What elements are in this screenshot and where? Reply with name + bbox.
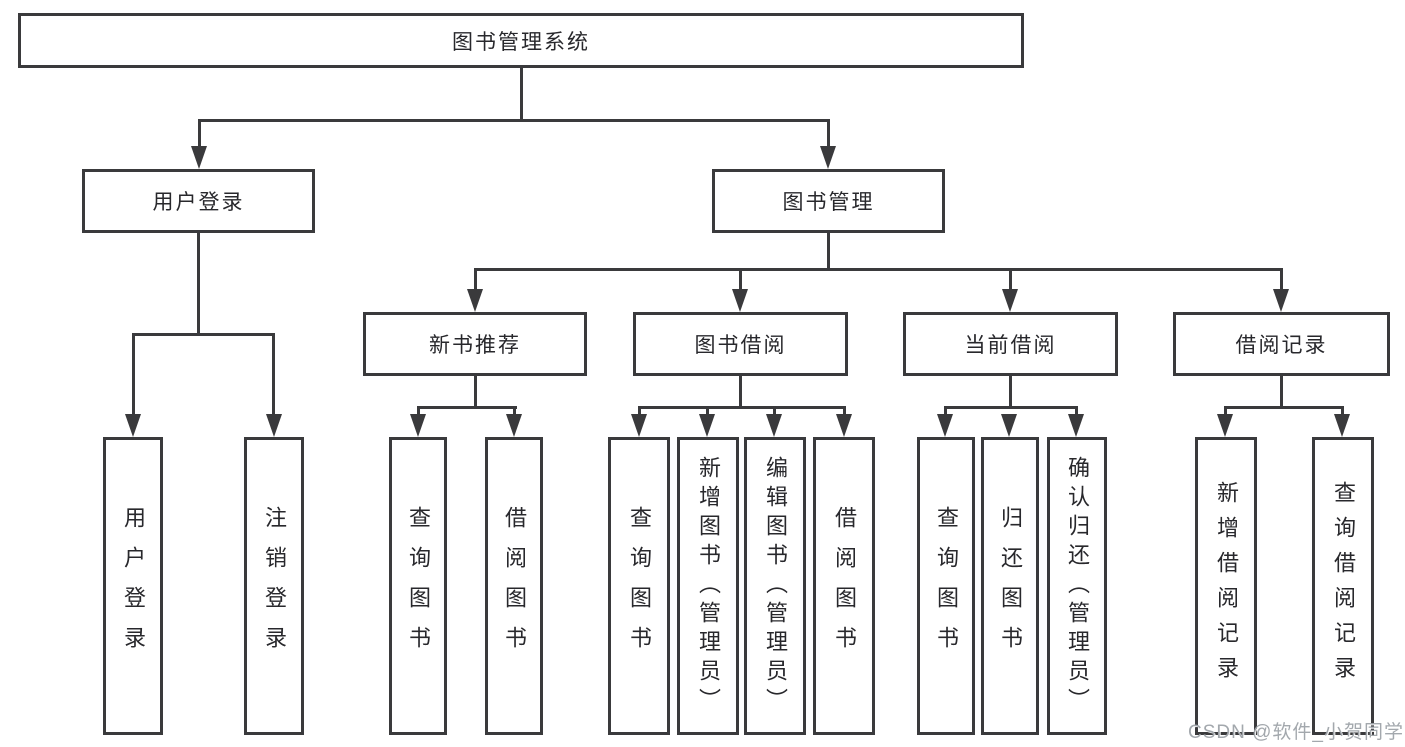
leaf-borrow-books: 借阅图书: [485, 437, 543, 735]
connector-line: [1009, 376, 1012, 409]
node-borrow-records: 借阅记录: [1173, 312, 1390, 376]
connector-line: [827, 233, 830, 271]
connector-line: [1341, 406, 1344, 415]
connector-line: [773, 406, 776, 415]
leaf-query-books: 查询图书: [917, 437, 975, 735]
arrow-down-icon: [125, 414, 141, 437]
arrow-down-icon: [1217, 414, 1233, 437]
arrow-down-icon: [266, 414, 282, 437]
connector-line: [739, 268, 742, 290]
connector-line: [272, 333, 275, 415]
leaf-return-book: 归还图书: [981, 437, 1039, 735]
node-book-management: 图书管理: [712, 169, 945, 233]
node-current-borrowing: 当前借阅: [903, 312, 1118, 376]
connector-line: [706, 406, 709, 415]
arrow-down-icon: [732, 289, 748, 312]
arrow-down-icon: [1068, 414, 1084, 437]
connector-line: [417, 406, 420, 415]
connector-line: [739, 376, 742, 409]
arrow-down-icon: [937, 414, 953, 437]
node-book-borrowing: 图书借阅: [633, 312, 848, 376]
connector-line: [520, 68, 523, 120]
leaf-logout: 注销登录: [244, 437, 304, 735]
leaf-confirm-return-admin: 确认归还（管理员）: [1047, 437, 1107, 735]
connector-line: [1009, 268, 1012, 290]
arrow-down-icon: [766, 414, 782, 437]
arrow-down-icon: [820, 146, 836, 169]
connector-line: [638, 406, 641, 415]
connector-line: [474, 268, 477, 290]
arrow-down-icon: [410, 414, 426, 437]
connector-line: [827, 119, 830, 147]
node-user-login: 用户登录: [82, 169, 315, 233]
connector-line: [198, 119, 829, 122]
node-root: 图书管理系统: [18, 13, 1024, 68]
connector-line: [198, 119, 201, 147]
leaf-user-login: 用户登录: [103, 437, 163, 735]
arrow-down-icon: [631, 414, 647, 437]
connector-line: [1280, 268, 1283, 290]
connector-line: [843, 406, 846, 415]
connector-line: [638, 406, 846, 409]
connector-line: [944, 406, 1078, 409]
csdn-watermark: CSDN @软件_小贺同学: [1188, 722, 1404, 743]
connector-line: [132, 333, 275, 336]
leaf-borrow-books: 借阅图书: [813, 437, 875, 735]
leaf-edit-book-admin: 编辑图书（管理员）: [744, 437, 806, 735]
connector-line: [197, 233, 200, 336]
leaf-add-borrow-record: 新增借阅记录: [1195, 437, 1257, 735]
leaf-add-book-admin: 新增图书（管理员）: [677, 437, 739, 735]
connector-line: [417, 406, 517, 409]
arrow-down-icon: [1334, 414, 1350, 437]
connector-line: [132, 333, 135, 415]
connector-line: [474, 268, 1282, 271]
arrow-down-icon: [1002, 289, 1018, 312]
arrow-down-icon: [836, 414, 852, 437]
connector-line: [944, 406, 947, 415]
arrow-down-icon: [699, 414, 715, 437]
connector-line: [474, 376, 477, 409]
connector-line: [1075, 406, 1078, 415]
arrow-down-icon: [1273, 289, 1289, 312]
node-new-book-recommend: 新书推荐: [363, 312, 587, 376]
connector-line: [513, 406, 516, 415]
arrow-down-icon: [467, 289, 483, 312]
arrow-down-icon: [1001, 414, 1017, 437]
leaf-query-books: 查询图书: [389, 437, 447, 735]
arrow-down-icon: [506, 414, 522, 437]
leaf-query-borrow-record: 查询借阅记录: [1312, 437, 1374, 735]
connector-line: [1224, 406, 1344, 409]
connector-line: [1280, 376, 1283, 409]
arrow-down-icon: [191, 146, 207, 169]
leaf-query-books: 查询图书: [608, 437, 670, 735]
connector-line: [1224, 406, 1227, 415]
